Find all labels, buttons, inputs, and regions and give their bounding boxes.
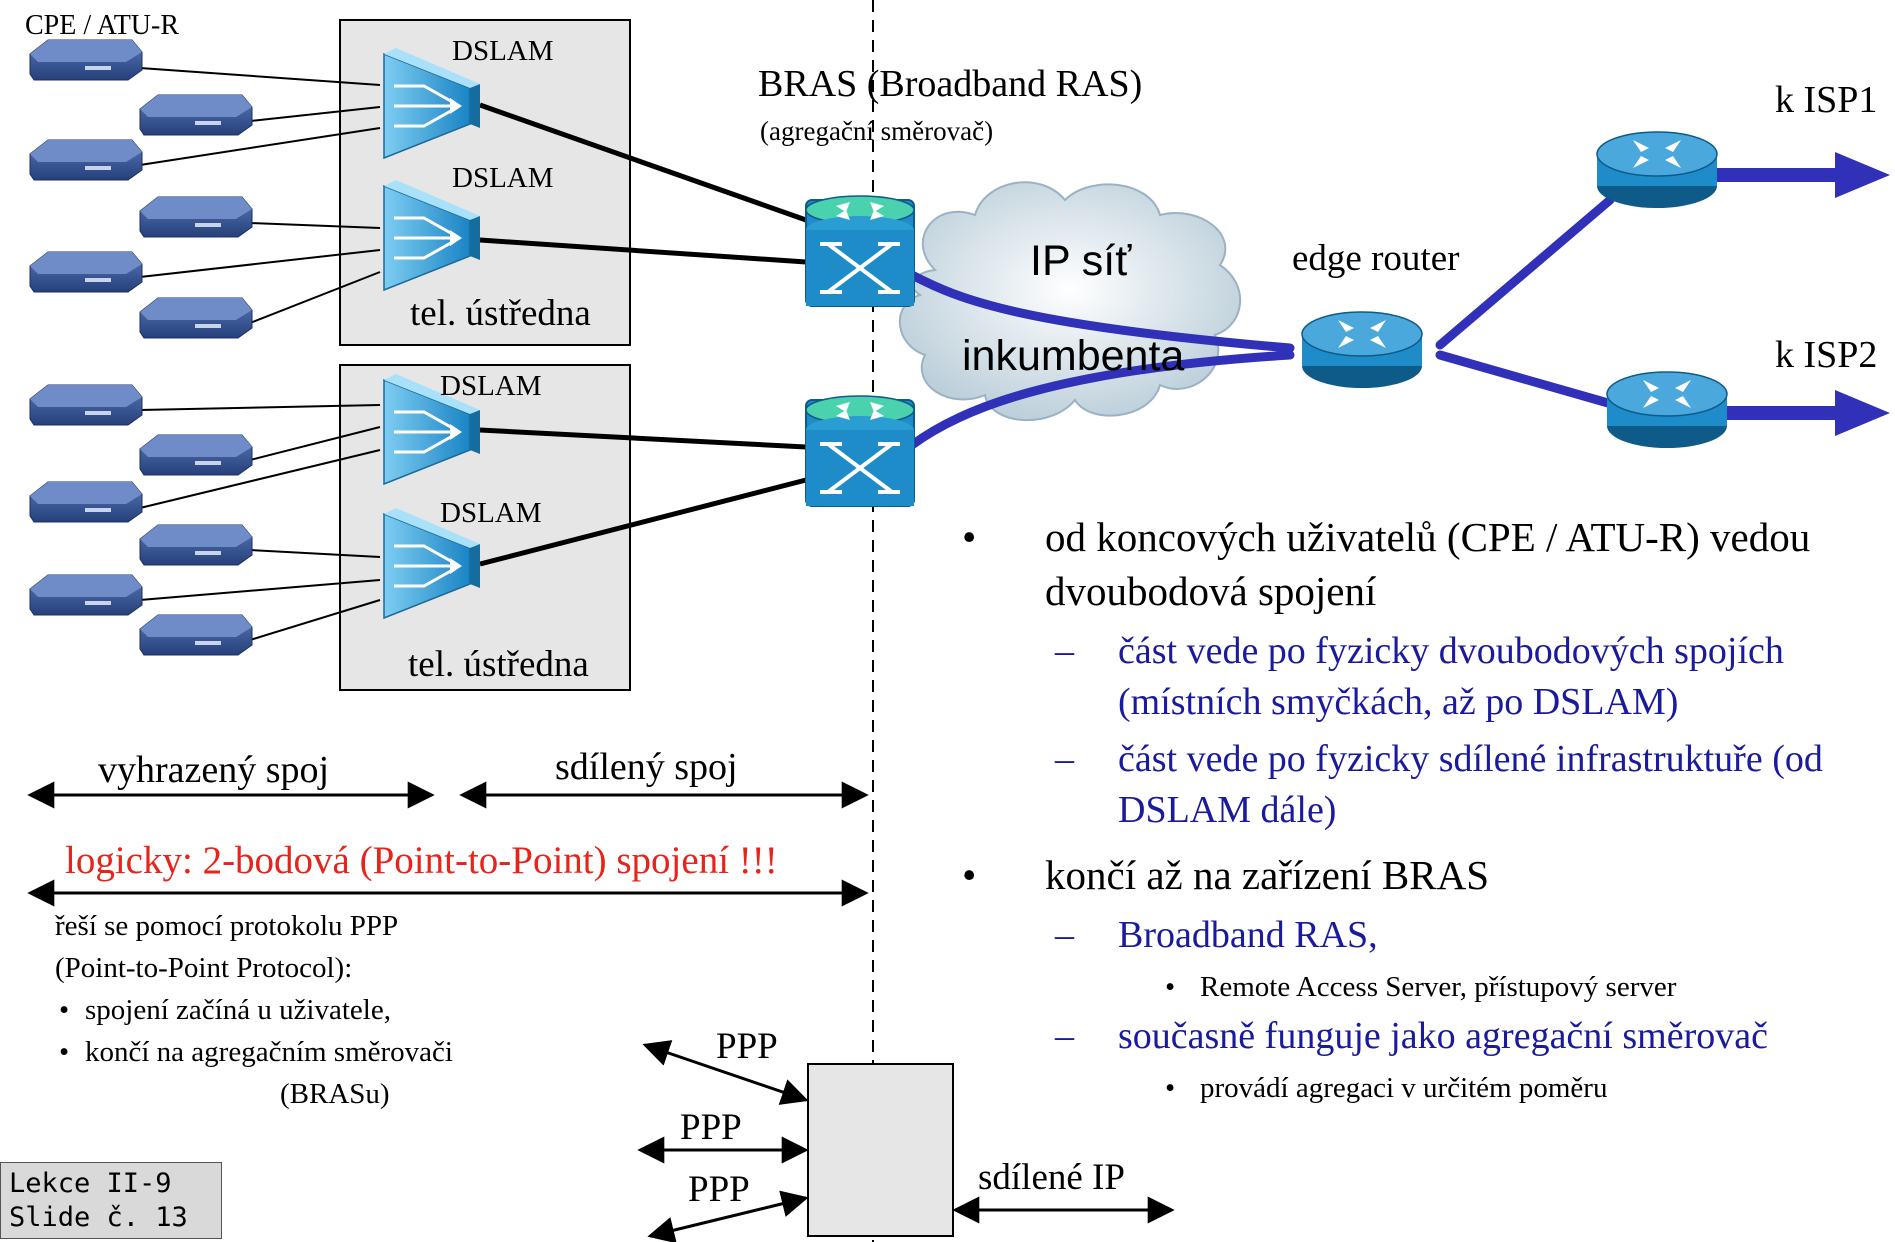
ppp-note-item3: (BRASu)	[280, 1078, 390, 1110]
ppp-arrow-1	[642, 1040, 809, 1105]
dslam-label-2: DSLAM	[452, 162, 554, 194]
badge-line1: Lekce II-9	[9, 1168, 172, 1199]
bras-subtitle: (agregační směrovač)	[760, 116, 994, 146]
core-links	[907, 195, 1620, 450]
bullet-1: •od koncových uživatelů (CPE / ATU-R) ve…	[962, 514, 1811, 614]
exchange-label-2: tel. ústředna	[408, 644, 589, 685]
bullet-list: •od koncových uživatelů (CPE / ATU-R) ve…	[940, 510, 1890, 1112]
bullet-2-sub-1: –Broadband RAS,	[1055, 914, 1378, 956]
dslam-label-1: DSLAM	[452, 35, 554, 67]
cpe-label: CPE / ATU-R	[25, 10, 180, 41]
bullet-2-sub-1-item: •Remote Access Server, přístupový server	[1165, 971, 1677, 1003]
isp1-router	[1596, 131, 1718, 209]
bullet-1-sub-1: –část vede po fyzicky dvoubodových spojí…	[1055, 630, 1784, 723]
bras-title: BRAS (Broadband RAS)	[758, 63, 1143, 105]
logical-label: logicky: 2-bodová (Point-to-Point) spoje…	[65, 839, 778, 882]
edge-router	[1301, 311, 1423, 389]
shared-span-label: sdílený spoj	[555, 746, 738, 788]
ppp-label-3: PPP	[688, 1169, 750, 1210]
dslam-label-4: DSLAM	[440, 497, 542, 529]
ppp-note-item1: •spojení začíná u uživatele,	[59, 994, 391, 1026]
isp2-label: k ISP2	[1775, 334, 1878, 376]
bras-box	[807, 1063, 954, 1237]
isp1-label: k ISP1	[1775, 79, 1878, 121]
ppp-arrow-3	[647, 1190, 809, 1242]
isp2-router	[1606, 371, 1728, 449]
bullet-2-sub-2-item: •provádí agregaci v určitém poměru	[1165, 1072, 1608, 1104]
bullet-1-sub-2: –část vede po fyzicky sdílené infrastruk…	[1055, 738, 1823, 831]
isp-arrows	[1700, 152, 1890, 436]
ppp-note-line1: řeší se pomocí protokolu PPP	[55, 910, 399, 942]
cloud-label-2: inkumbenta	[962, 332, 1185, 380]
badge-line2: Slide č. 13	[9, 1202, 188, 1233]
aggregation-links	[479, 102, 807, 567]
ppp-note-line2: (Point-to-Point Protocol):	[55, 952, 353, 984]
ppp-notes: řeší se pomocí protokolu PPP (Point-to-P…	[55, 905, 453, 1115]
ppp-label-2: PPP	[680, 1107, 742, 1148]
bras-1	[804, 194, 916, 308]
local-loops	[139, 67, 381, 641]
ppp-label-1: PPP	[716, 1026, 778, 1067]
dedicated-span-label: vyhrazený spoj	[98, 749, 330, 791]
dslam-label-3: DSLAM	[440, 370, 542, 402]
edge-router-label: edge router	[1292, 238, 1460, 279]
cloud-label-1: IP síť	[1030, 237, 1132, 285]
ppp-note-item2: •končí na agregačním směrovači	[59, 1036, 453, 1068]
bras-2	[804, 394, 916, 508]
modems	[29, 39, 253, 656]
slide-badge: Lekce II-9 Slide č. 13	[0, 1162, 222, 1239]
shared-ip-label: sdílené IP	[978, 1157, 1125, 1198]
exchange-label-1: tel. ústředna	[410, 293, 591, 334]
bullet-2: •končí až na zařízení BRAS	[962, 852, 1490, 898]
bullet-2-sub-2: –současně funguje jako agregační směrova…	[1055, 1015, 1768, 1057]
